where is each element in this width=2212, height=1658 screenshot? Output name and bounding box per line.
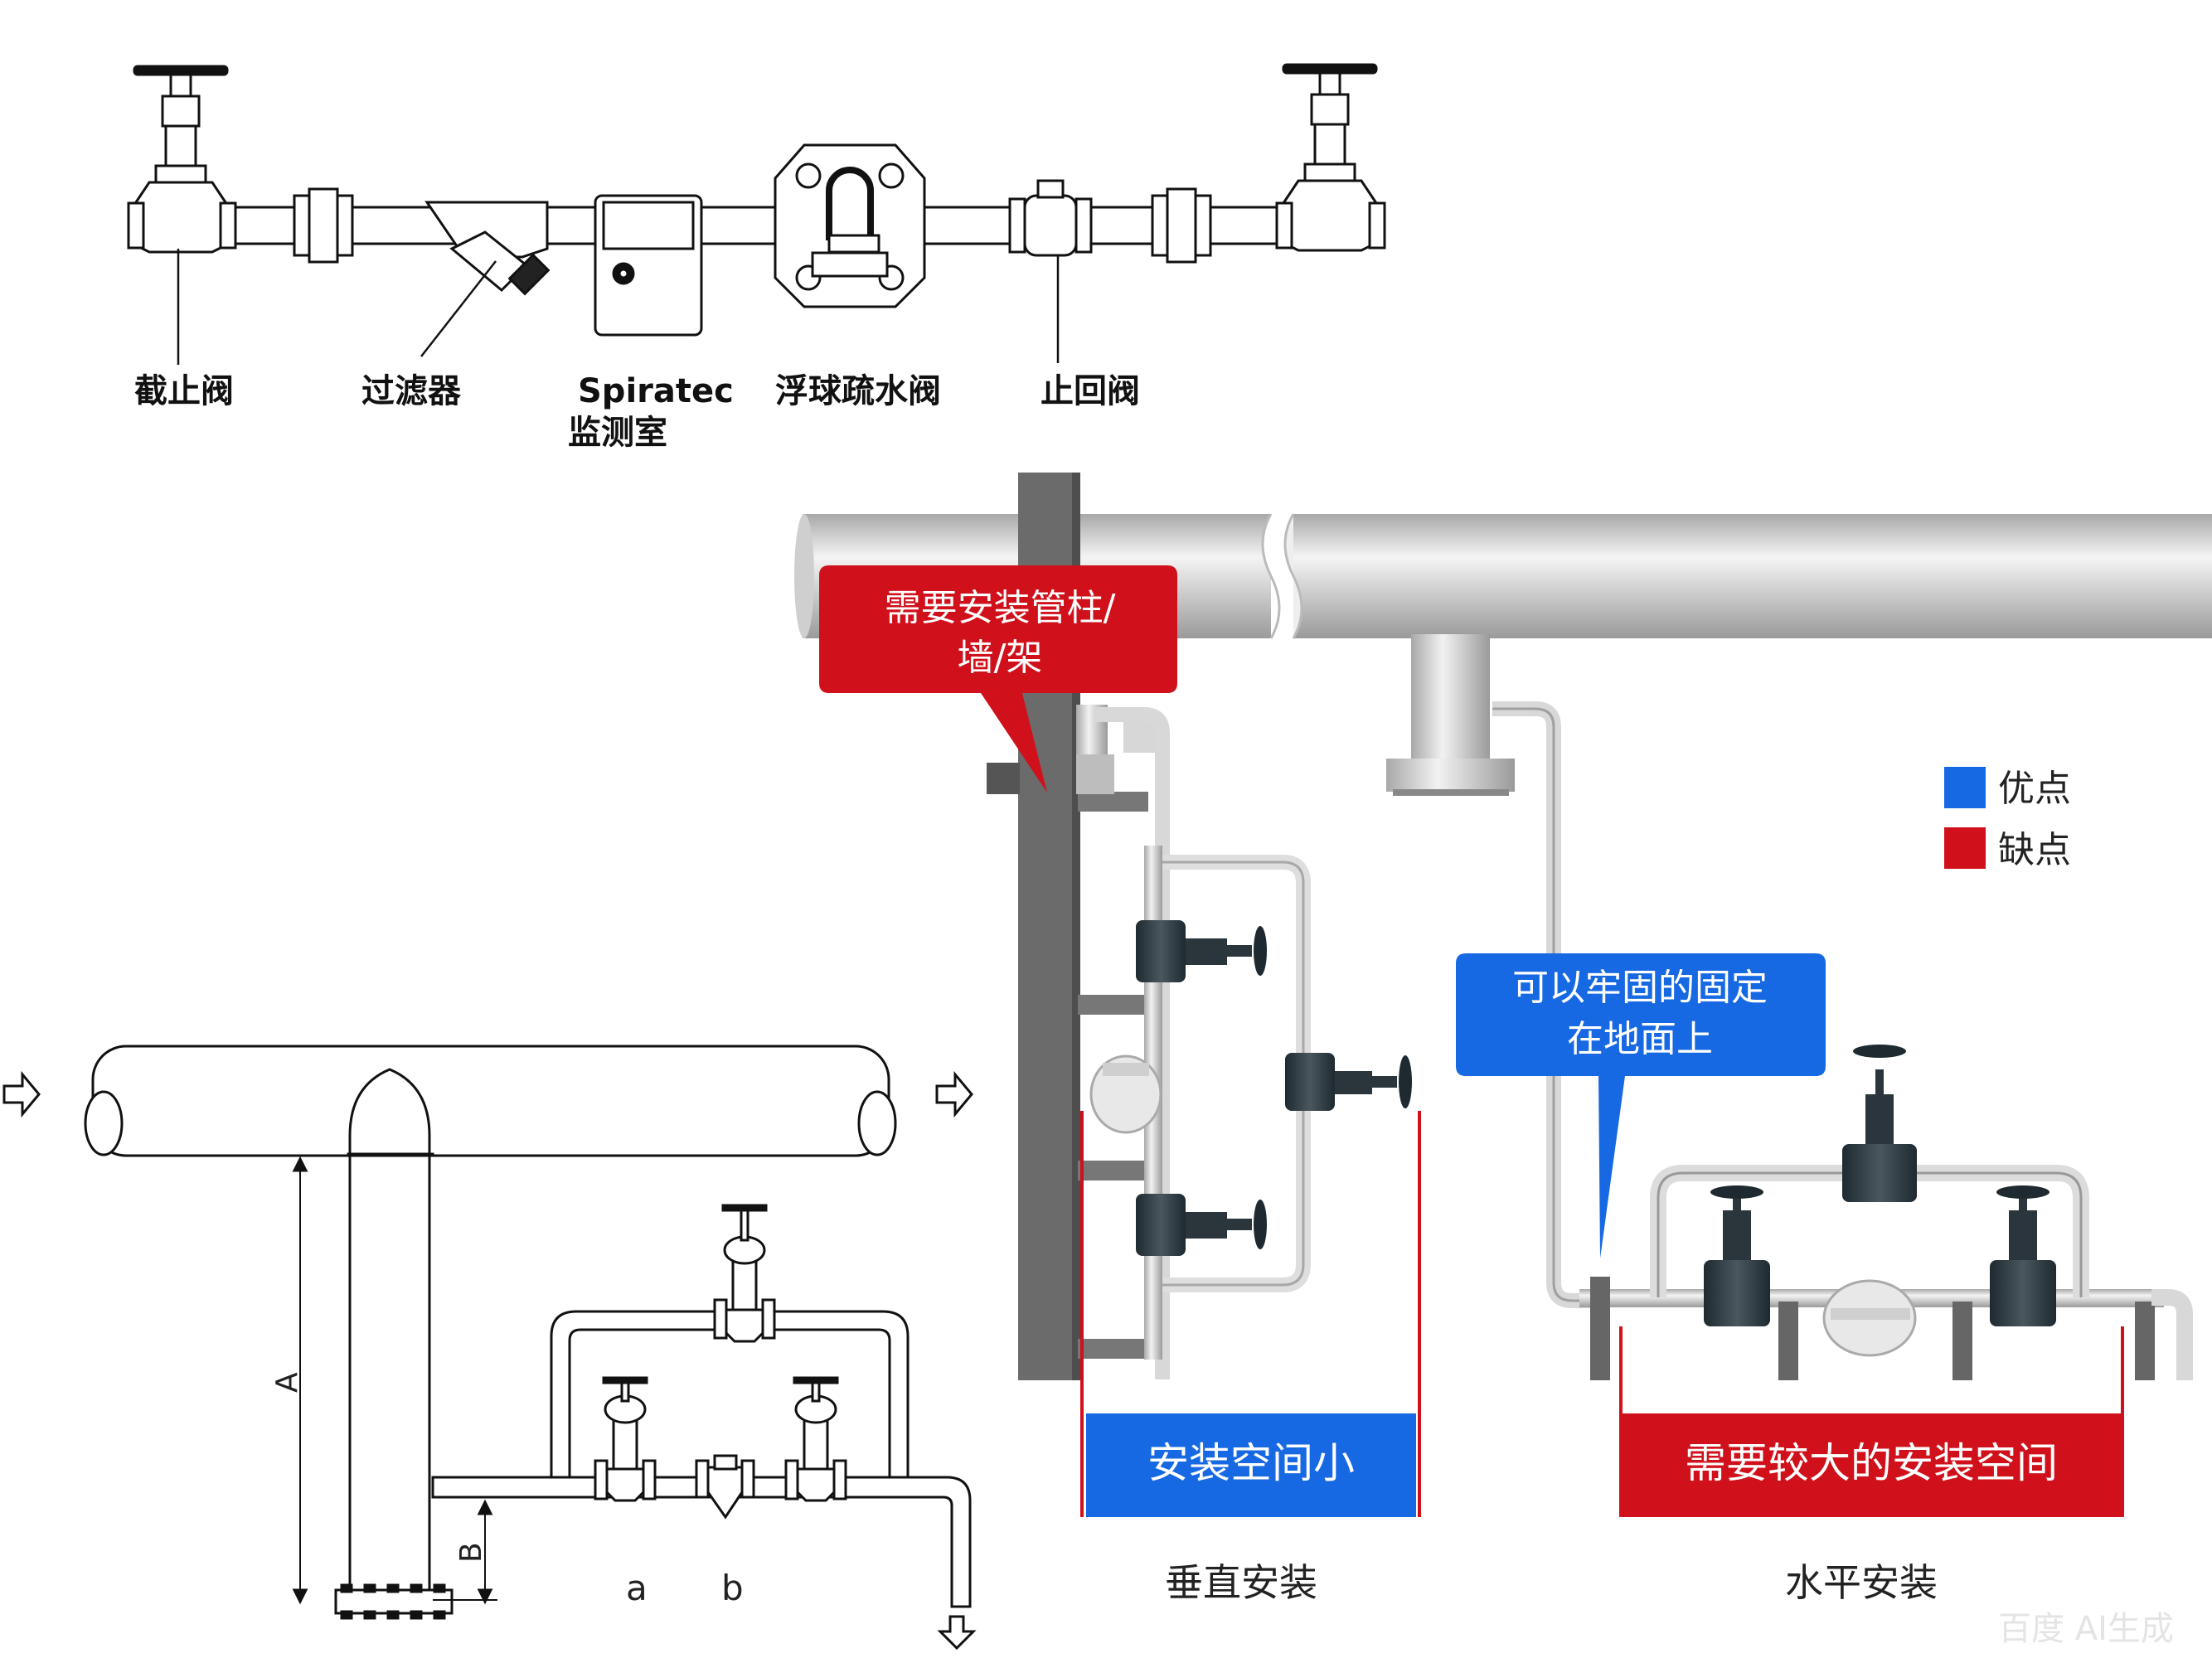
check-valve <box>1008 179 1093 257</box>
strainer <box>424 201 551 296</box>
outlet-pipe <box>431 1476 972 1608</box>
leader-strainer <box>420 260 497 357</box>
dim-b-label: B <box>454 1542 488 1563</box>
callout-requires-support: 需要安装管柱/ 墙/架 <box>819 565 1177 793</box>
caption-vertical: 垂直安装 <box>1165 1560 1317 1605</box>
label-stop-valve: 截止阀 <box>134 372 234 410</box>
vertical-bypass-valve <box>1285 1053 1412 1111</box>
flow-arrow-down <box>937 1615 977 1651</box>
bypass-loop <box>550 1310 910 1479</box>
horizontal-valve-right <box>1990 1185 2056 1326</box>
vertical-valve-bottom <box>1136 1194 1267 1256</box>
stop-valve-left <box>127 65 237 254</box>
badge-large-space-text: 需要较大的安装空间 <box>1685 1439 2058 1487</box>
legend-advantage-label: 优点 <box>1998 768 2071 810</box>
horizontal-valve-left <box>1704 1185 1770 1326</box>
bypass-valve <box>713 1204 776 1343</box>
badge-large-space: 需要较大的安装空间 <box>1621 1413 2122 1517</box>
badge-small-space: 安装空间小 <box>1086 1413 1416 1517</box>
badge-small-space-text: 安装空间小 <box>1147 1439 1355 1487</box>
render-installation <box>794 473 2212 1517</box>
label-check-valve: 止回阀 <box>1041 372 1140 410</box>
main-header-pipe-right <box>1293 514 2212 638</box>
horizontal-bypass-valve <box>1842 1045 1917 1202</box>
watermark: 百度 AI生成 <box>1998 1610 2174 1648</box>
spiratec-chamber <box>594 194 703 337</box>
horizontal-trap <box>1822 1279 1917 1357</box>
legend-swatch-disadvantage <box>1944 827 1986 869</box>
bottom-left-drawing <box>2 1045 977 1651</box>
callout-floor-fix-line1: 可以牢固的固定 <box>1512 967 1768 1009</box>
drip-leg-flange <box>334 1588 454 1615</box>
legend-disadvantage-label: 缺点 <box>1998 829 2071 871</box>
drip-leg <box>348 1068 431 1602</box>
callout-floor-fix: 可以牢固的固定 在地面上 <box>1456 953 1826 1258</box>
union-2 <box>1151 187 1212 264</box>
isolation-valve-c <box>784 1376 847 1502</box>
label-spiratec-2: 监测室 <box>568 414 667 452</box>
callout-requires-support-line1: 需要安装管柱/ <box>885 587 1116 629</box>
isolation-valve-a <box>594 1376 657 1502</box>
vertical-valve-top <box>1136 920 1267 982</box>
dim-a-label: A <box>270 1372 304 1393</box>
caption-horizontal: 水平安装 <box>1785 1560 1938 1605</box>
stop-valve-right <box>1275 63 1386 252</box>
union-1 <box>293 187 354 264</box>
label-float-trap: 浮球疏水阀 <box>775 372 941 410</box>
legend: 优点 缺点 <box>1944 767 2071 871</box>
valve-a-label: a <box>626 1568 648 1608</box>
callout-requires-support-line2: 墙/架 <box>958 637 1043 679</box>
vertical-trap <box>1089 1054 1162 1134</box>
label-spiratec-1: Spiratec <box>578 372 734 410</box>
legend-swatch-advantage <box>1944 767 1986 808</box>
top-trap-set-drawing <box>127 63 1386 365</box>
trap-b <box>695 1454 755 1520</box>
flow-arrow-right <box>935 1070 973 1118</box>
callout-floor-fix-line2: 在地面上 <box>1567 1018 1713 1060</box>
valve-b-label: b <box>721 1568 744 1608</box>
float-trap <box>774 143 926 308</box>
header-pipe <box>91 1045 890 1157</box>
label-strainer: 过滤器 <box>361 372 462 410</box>
flow-arrow-left <box>2 1070 41 1118</box>
